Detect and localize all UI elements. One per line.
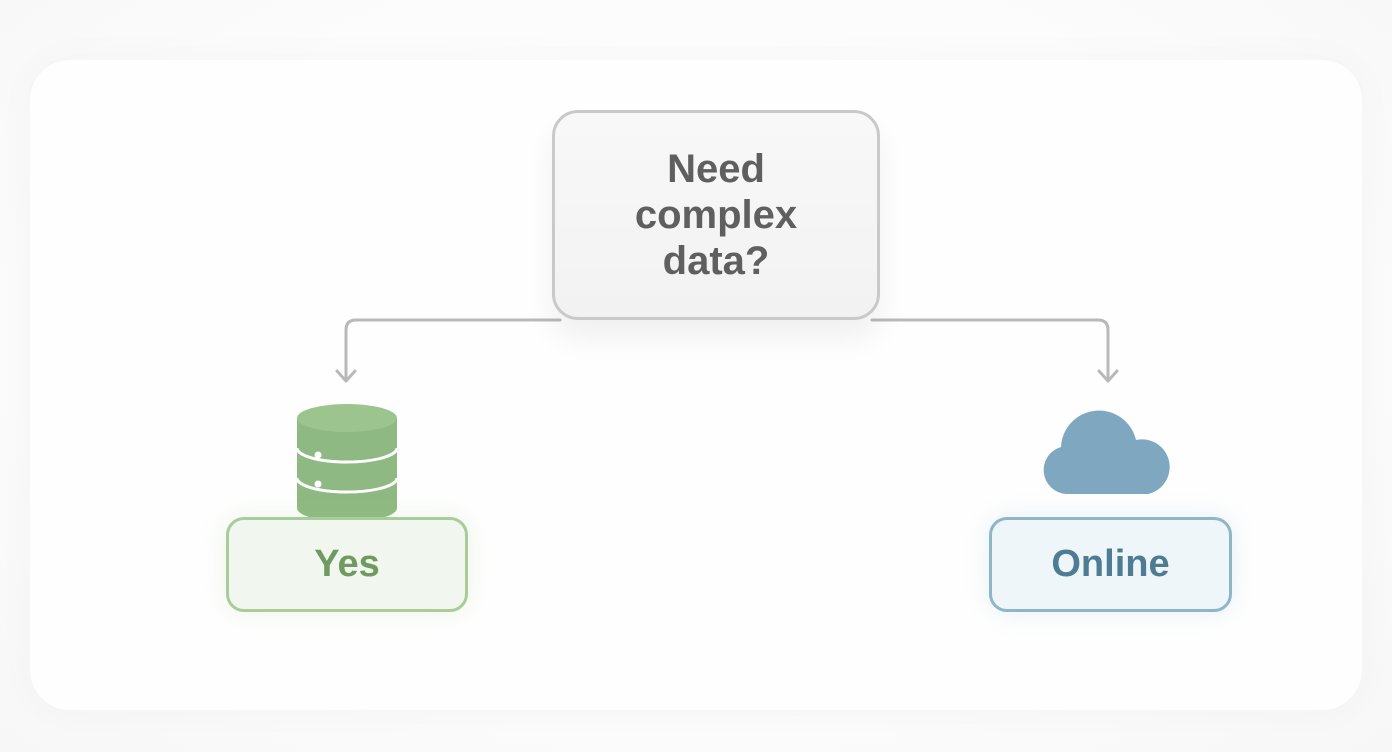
connector-right	[870, 318, 1110, 382]
connector-left	[344, 318, 562, 382]
decision-node-question: Need complex data?	[552, 110, 880, 320]
result-node-online: Online	[989, 517, 1232, 612]
result-node-yes: Yes	[226, 517, 468, 612]
arrowhead-right-icon	[1097, 369, 1119, 383]
database-icon	[295, 404, 399, 522]
cloud-icon	[1043, 410, 1170, 494]
arrowhead-left-icon	[335, 369, 357, 383]
